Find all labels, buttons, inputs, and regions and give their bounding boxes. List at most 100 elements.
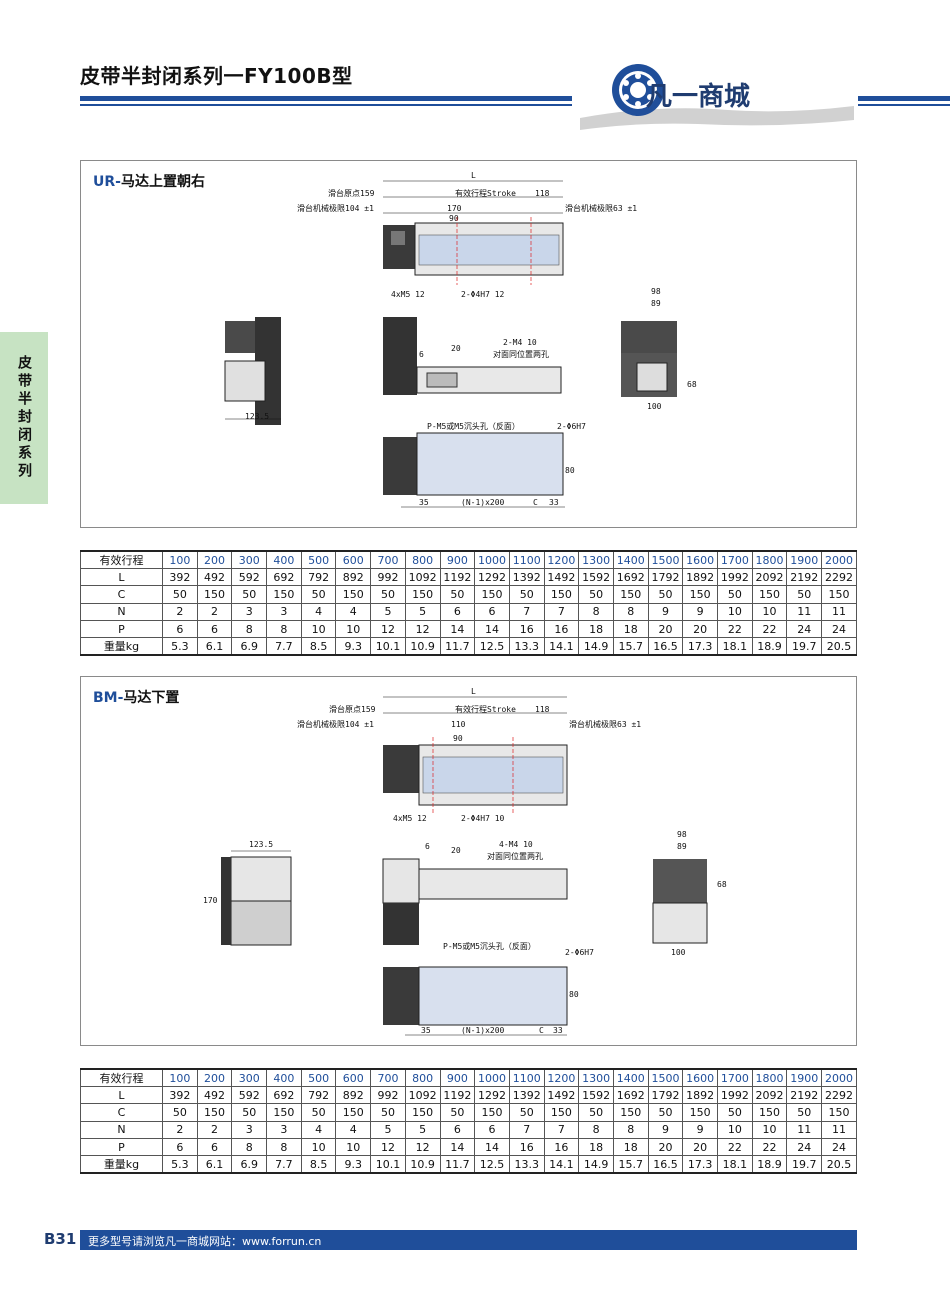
- table-cell: 6: [162, 619, 198, 639]
- table-cell: 14: [474, 1137, 510, 1157]
- row-header: L: [80, 567, 163, 587]
- table-cell: 18: [578, 1137, 614, 1157]
- ur-dim-hole1: 4xM5 12: [391, 290, 425, 299]
- row-header: P: [80, 1137, 163, 1157]
- table-cell: 150: [266, 1103, 302, 1122]
- bm-dim-m4: 4-M4 10: [499, 840, 533, 849]
- table-cell: 1992: [717, 567, 753, 587]
- table-cell: 9: [682, 1120, 718, 1139]
- table-cell: 8: [231, 619, 268, 639]
- table-cell: 400: [266, 1068, 302, 1087]
- table-cell: 392: [162, 1085, 198, 1105]
- table-cell: 12.5: [474, 637, 510, 656]
- table-cell: 100: [162, 1068, 198, 1087]
- table-cell: 50: [717, 585, 753, 604]
- bm-dim-118: 118: [535, 705, 550, 714]
- table-cell: 100: [162, 550, 198, 569]
- table-cell: 2192: [786, 567, 823, 587]
- bm-dim-35: 35: [421, 1026, 431, 1035]
- table-cell: 18: [612, 1137, 649, 1157]
- table-cell: 500: [300, 1068, 337, 1087]
- table-cell: 5: [404, 1120, 441, 1139]
- bm-dim-100: 100: [671, 948, 686, 957]
- bm-bottom-view: P-M5或M5沉头孔（反面） 2-Φ6H7 80 35 (N-1)x200 C …: [383, 941, 594, 1036]
- table-cell: 1500: [647, 1068, 684, 1087]
- row-header: 重量kg: [80, 1155, 163, 1174]
- table-cell: 18.9: [751, 1155, 788, 1174]
- table-cell: 20.5: [821, 1155, 857, 1174]
- table-cell: 9.3: [335, 1155, 372, 1174]
- ur-dim-35: 35: [419, 498, 429, 507]
- row-header: 有效行程: [80, 550, 163, 569]
- ur-drawing-panel: UR-马达上置朝右 L 滑台原点159 有效行程Stroke 118 滑台机械极…: [80, 160, 857, 528]
- table-cell: 50: [508, 1103, 545, 1122]
- table-cell: 150: [612, 1103, 649, 1122]
- bm-dim-limit-right: 滑台机械极限63 ±1: [569, 719, 641, 729]
- ur-left-view: 123.5: [224, 317, 281, 425]
- table-cell: 2092: [751, 1085, 788, 1105]
- table-cell: 700: [370, 1068, 406, 1087]
- table-cell: 14: [474, 619, 510, 639]
- ur-bottom-view: P-M5或M5沉头孔（反面） 2-Φ6H7 80 35 (N-1)x200 C …: [383, 421, 586, 508]
- table-cell: 1392: [508, 567, 545, 587]
- table-cell: 392: [162, 567, 198, 587]
- row-header: 重量kg: [80, 637, 163, 656]
- table-cell: 1600: [682, 550, 718, 569]
- table-cell: 19.7: [786, 1155, 823, 1174]
- table-cell: 10.1: [370, 637, 406, 656]
- side-tab[interactable]: 皮带半封闭系列: [0, 332, 48, 504]
- table-cell: 7.7: [266, 1155, 302, 1174]
- brand-logo[interactable]: 凡一商城: [578, 60, 856, 132]
- ur-right-view: 98 89 68 100: [621, 287, 697, 411]
- table-cell: 20: [647, 619, 684, 639]
- table-cell: 50: [231, 1103, 268, 1122]
- ur-dim-20: 20: [451, 344, 461, 353]
- table-cell: 5: [370, 1120, 406, 1139]
- table-cell: 1100: [508, 550, 545, 569]
- table-cell: 6: [196, 619, 233, 639]
- table-cell: 6: [474, 602, 510, 621]
- table-cell: 14.1: [543, 1155, 580, 1174]
- row-header: N: [80, 602, 163, 621]
- table-cell: 50: [578, 1103, 614, 1122]
- table-cell: 1092: [404, 567, 441, 587]
- table-cell: 10: [751, 1120, 788, 1139]
- table-cell: 10.9: [404, 637, 441, 656]
- table-cell: 16: [508, 619, 545, 639]
- table-cell: 5.3: [162, 637, 198, 656]
- table-cell: 1200: [543, 1068, 580, 1087]
- bm-dim-80: 80: [569, 990, 579, 999]
- table-cell: 11.7: [439, 1155, 476, 1174]
- header-rule-right: [858, 96, 950, 101]
- bm-dim-110: 110: [451, 720, 466, 729]
- table-cell: 11: [786, 602, 823, 621]
- table-cell: 8: [578, 602, 614, 621]
- table-cell: 3: [266, 1120, 302, 1139]
- bm-left-view: 123.5 170: [203, 840, 292, 946]
- table-cell: 8.5: [300, 1155, 337, 1174]
- footer-text[interactable]: 更多型号请浏览凡一商城网站：www.forrun.cn: [88, 1235, 322, 1248]
- ur-dim-89: 89: [651, 299, 661, 308]
- table-cell: 150: [474, 1103, 510, 1122]
- table-cell: 7.7: [266, 637, 302, 656]
- table-cell: 400: [266, 550, 302, 569]
- table-cell: 22: [717, 1137, 753, 1157]
- table-cell: 10.1: [370, 1155, 406, 1174]
- ur-dim-hole2: 2-Φ4H7 12: [461, 290, 505, 299]
- table-cell: 22: [751, 1137, 788, 1157]
- table-cell: 1592: [578, 1085, 614, 1105]
- bm-dim-pitch: (N-1)x200: [461, 1026, 505, 1035]
- bm-dim-6: 6: [425, 842, 430, 851]
- ur-dim-limit-right: 滑台机械极限63 ±1: [565, 203, 637, 213]
- table-cell: 8: [612, 1120, 649, 1139]
- table-cell: 1800: [751, 1068, 788, 1087]
- table-cell: 792: [300, 1085, 337, 1105]
- table-cell: 6.9: [231, 1155, 268, 1174]
- bm-drawing-panel: BM-马达下置 L 滑台原点159 有效行程Stroke 118 滑台机械极限1…: [80, 676, 857, 1046]
- table-cell: 1900: [786, 550, 823, 569]
- table-cell: 900: [439, 550, 476, 569]
